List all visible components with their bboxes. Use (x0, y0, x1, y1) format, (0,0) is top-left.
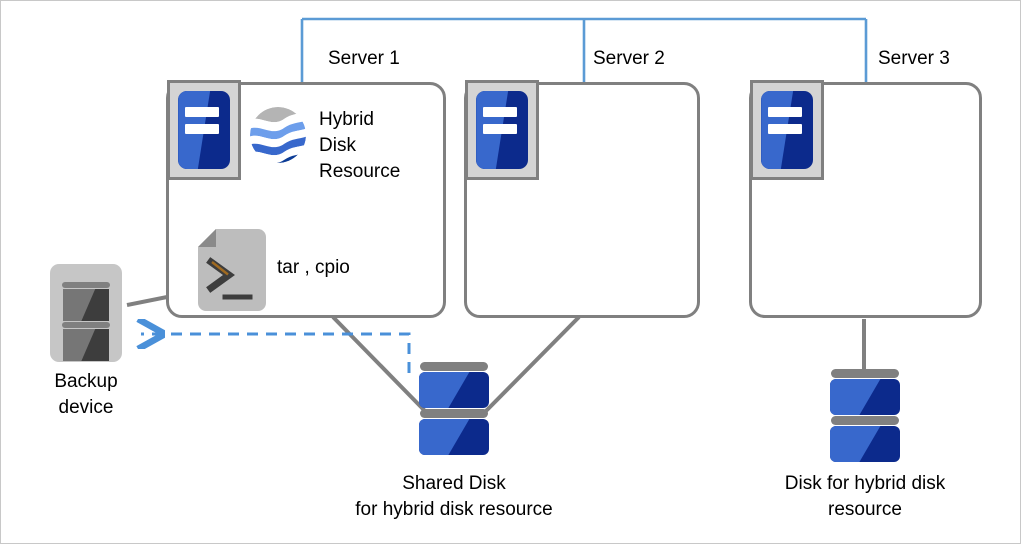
tar-cpio-label: tar , cpio (277, 257, 350, 278)
script-terminal-icon (198, 229, 266, 311)
network-bus (300, 17, 868, 83)
server-3-label: Server 3 (878, 48, 950, 69)
hybrid-disk-label-line1: Disk for hybrid disk (784, 473, 946, 494)
hybrid-disk-resource-line1: Hybrid (319, 109, 374, 130)
hybrid-disk-resource-line2: Disk (319, 135, 356, 156)
backup-device-label-line2: device (58, 397, 114, 418)
backup-device-label: Backup device (26, 369, 146, 421)
server-2-machine-icon (465, 80, 539, 180)
hybrid-disk-resource-line3: Resource (319, 161, 401, 182)
hybrid-disk-label: Disk for hybrid disk resource (740, 471, 990, 523)
server-1-label: Server 1 (328, 48, 400, 69)
shared-disk-label: Shared Disk for hybrid disk resource (304, 471, 604, 523)
backup-device-icon (50, 264, 122, 362)
shared-disk-label-line2: for hybrid disk resource (355, 499, 553, 520)
shared-disk-label-line1: Shared Disk (402, 473, 506, 494)
backup-device-label-line1: Backup (54, 371, 118, 392)
hybrid-disk-icon (830, 369, 900, 462)
shared-disk-icon (419, 362, 489, 455)
backup-flow-arrow (141, 334, 411, 373)
server-3-machine-icon (750, 80, 824, 180)
hybrid-disk-label-line2: resource (828, 499, 902, 520)
server-1-machine-icon (167, 80, 241, 180)
hybrid-disk-resource-globe-icon (250, 107, 306, 163)
server-2-label: Server 2 (593, 48, 665, 69)
